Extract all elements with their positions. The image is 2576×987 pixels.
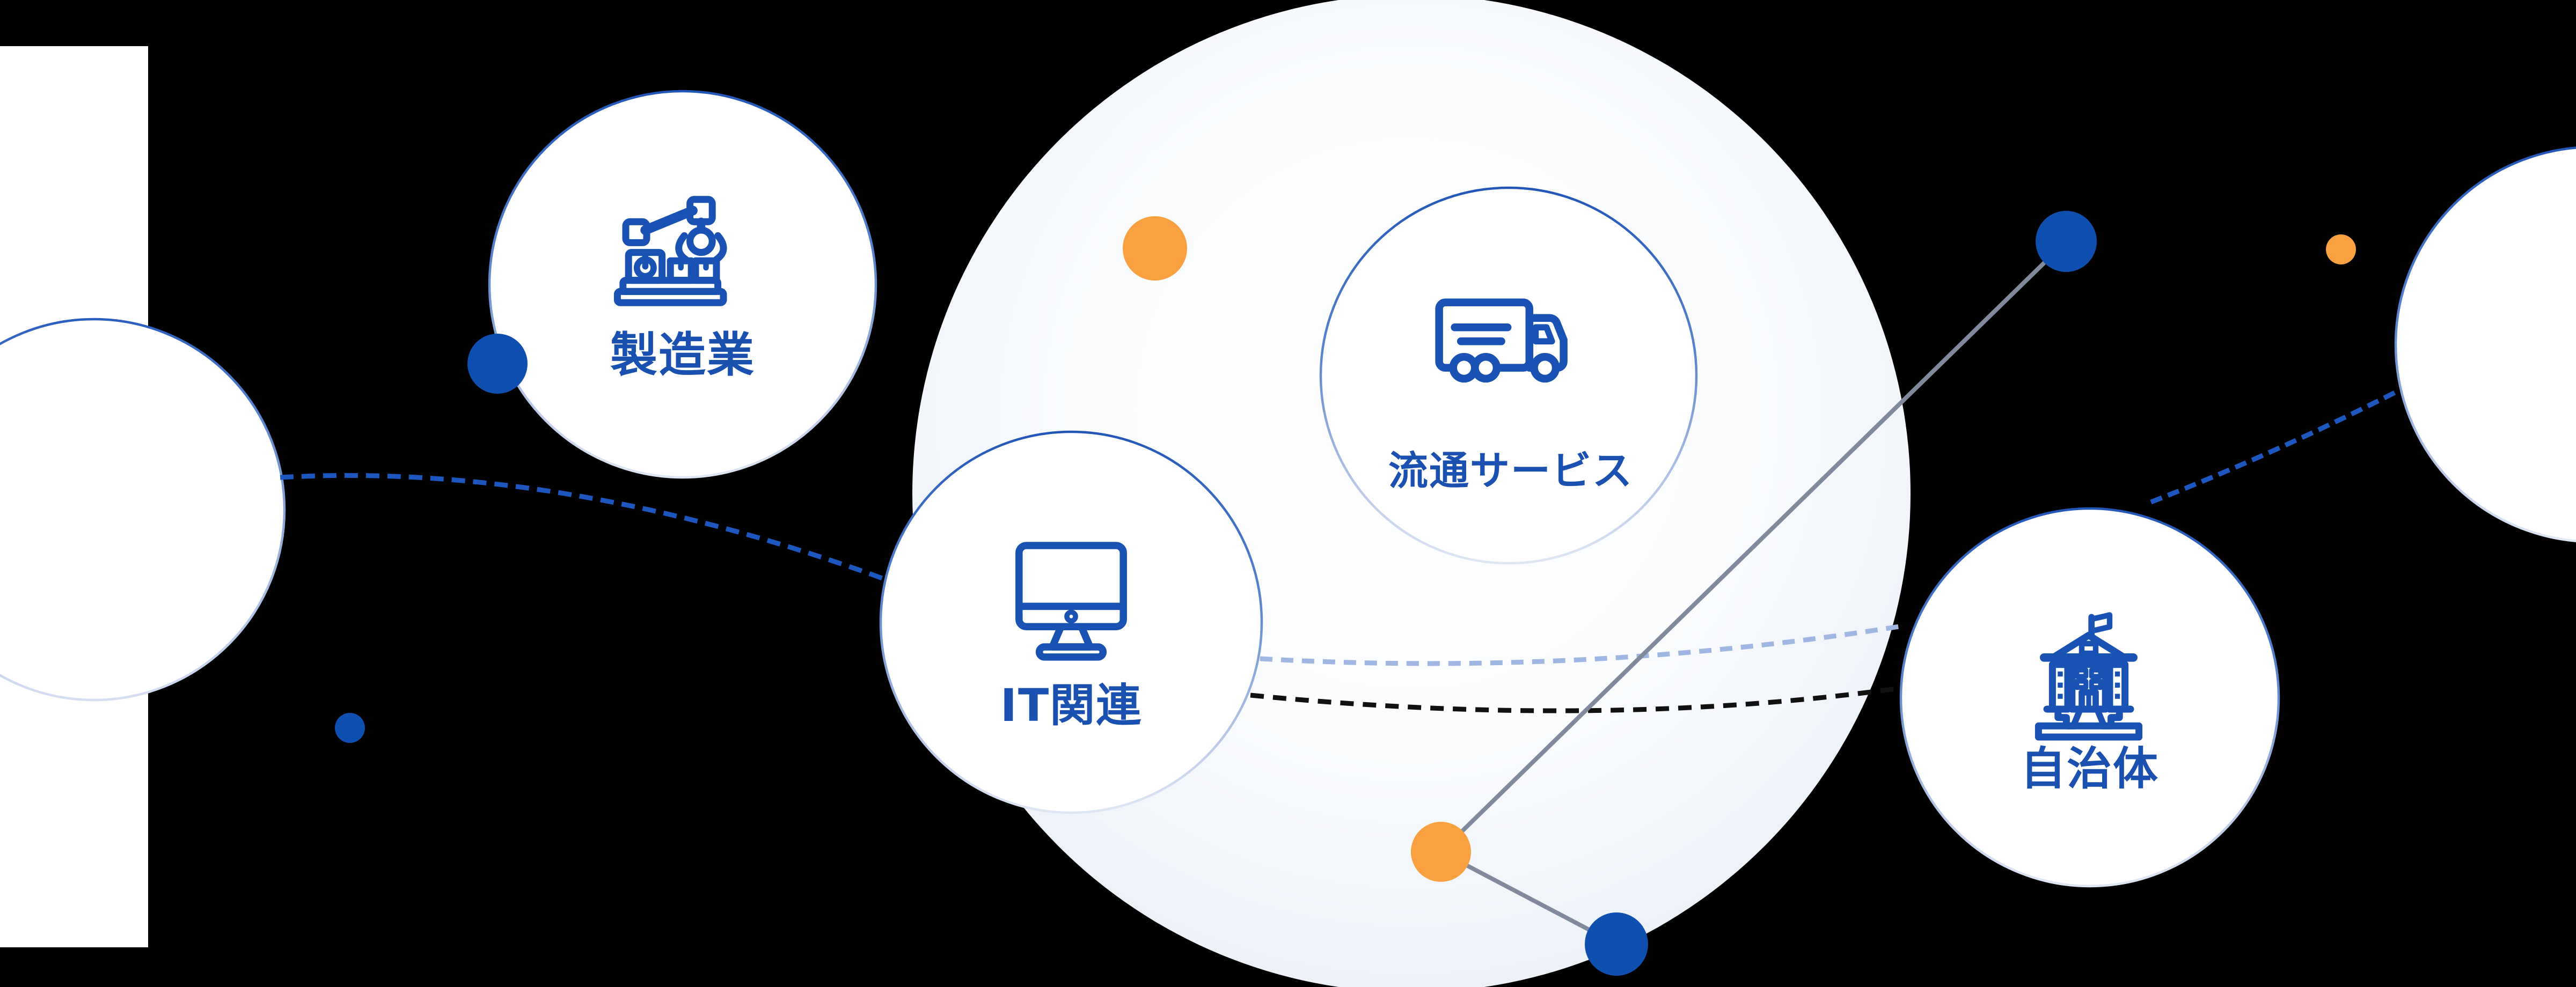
node-manufacturing: 製造業 <box>488 90 877 479</box>
left-edge-circle <box>0 318 286 702</box>
accent-dots <box>335 211 2356 976</box>
node-it: IT関連 <box>879 430 1263 814</box>
blue-dot-top-right <box>2036 211 2097 272</box>
node-manufacturing-label: 製造業 <box>610 327 755 382</box>
node-government-label: 自治体 <box>2021 742 2159 795</box>
blue-dot-bottom <box>1585 912 1648 976</box>
node-it-label: IT関連 <box>1000 679 1143 732</box>
node-government: 自治体 <box>1899 507 2280 888</box>
orange-dot-halo-top <box>1123 216 1187 281</box>
truck-icon <box>1435 298 1568 383</box>
dotted-line-it-to-government-upper <box>1260 623 1903 666</box>
blue-dot-small-left <box>335 713 365 743</box>
dotted-line-it-to-government-lower <box>1250 686 1900 713</box>
node-distribution-label: 流通サービス <box>1388 448 1633 494</box>
dashed-line-left-to-it <box>280 473 889 583</box>
node-manufacturing-circle <box>488 90 877 479</box>
government-building-icon <box>2035 612 2143 741</box>
robot-arm-icon <box>613 196 727 306</box>
node-distribution-circle <box>1319 186 1698 565</box>
right-edge-circle <box>2394 146 2576 542</box>
orange-dot-bottom <box>1411 822 1471 882</box>
node-distribution: 流通サービス <box>1319 186 1698 565</box>
desktop-monitor-icon <box>1015 542 1127 661</box>
blue-dot-manufacturing <box>467 334 528 394</box>
orange-dot-small-right <box>2326 234 2356 264</box>
dashed-line-government-to-right <box>2150 388 2399 505</box>
